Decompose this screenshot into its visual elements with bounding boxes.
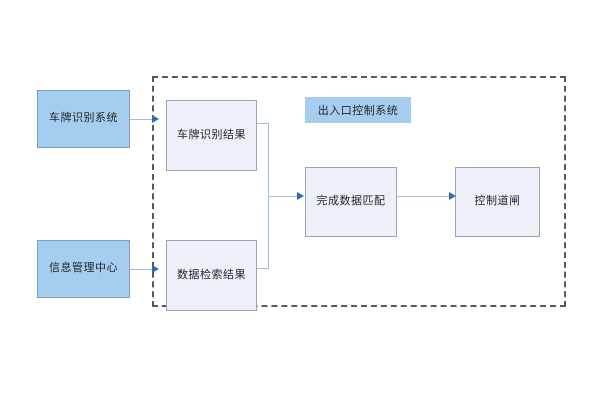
node-data-query-result[interactable]: 数据检索结果 [166,240,257,311]
group-boundary-access-control-system [152,76,566,307]
node-data-match[interactable]: 完成数据匹配 [305,167,397,237]
arrowhead-data-match-to-gate-control-icon [449,192,456,200]
arrowhead-lpr-system-to-lpr-result-icon [152,115,159,123]
edge-data-match-to-gate-control [397,196,455,197]
node-gate-control[interactable]: 控制道闸 [455,167,540,237]
edge-info-center-to-data-query-result [130,269,153,270]
arrowhead-junction-to-data-match-icon [297,192,304,200]
edge-lpr-result-to-junction [257,123,269,124]
node-lpr-system[interactable]: 车牌识别系统 [37,90,130,148]
edge-lpr-system-to-lpr-result [130,119,153,120]
node-info-center[interactable]: 信息管理中心 [37,240,130,298]
node-lpr-result[interactable]: 车牌识别结果 [166,100,257,171]
edge-junction-to-data-match [268,196,302,197]
arrowhead-info-center-to-data-query-result-icon [152,265,159,273]
group-label-access-control-system: 出入口控制系统 [305,97,411,123]
edge-data-query-result-to-junction [257,268,269,269]
